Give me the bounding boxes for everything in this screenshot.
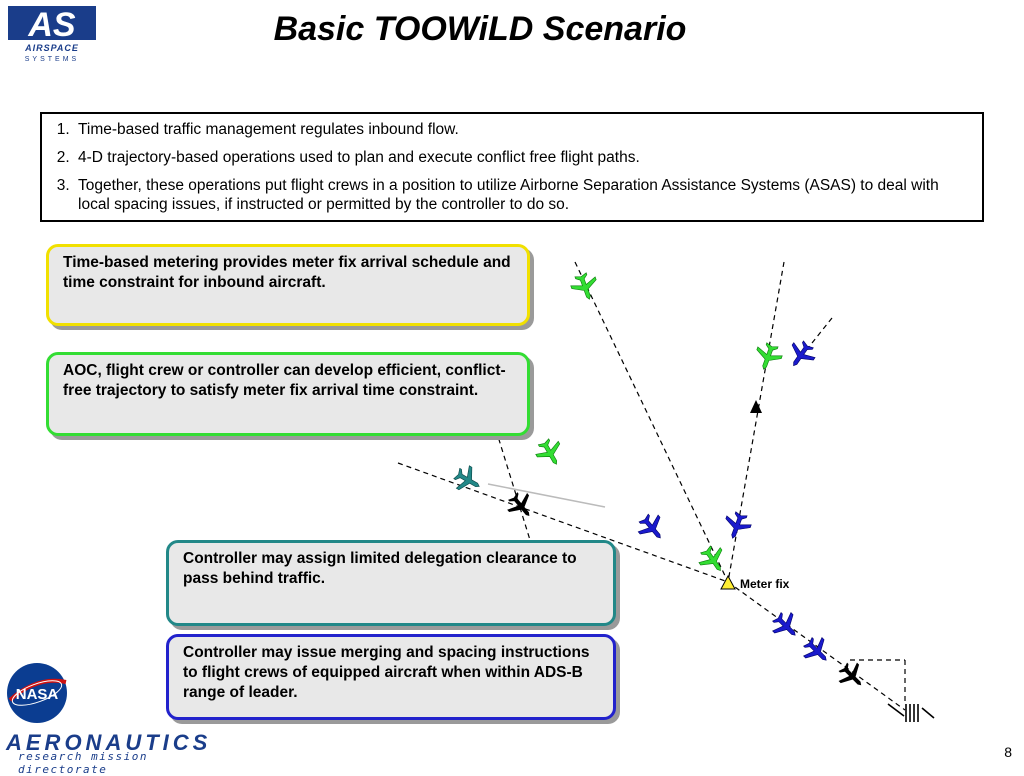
meter-fix-icon bbox=[720, 574, 736, 590]
step-item: 4-D trajectory-based operations used to … bbox=[74, 148, 972, 167]
aeronautics-name: AERONAUTICS bbox=[6, 730, 212, 755]
aeronautics-logo: AERONAUTICS research mission directorate bbox=[4, 730, 244, 776]
aircraft-green-icon bbox=[531, 434, 569, 472]
aircraft-teal-icon bbox=[449, 461, 487, 499]
aircraft-black-icon bbox=[833, 657, 871, 695]
trajectory-line bbox=[574, 261, 729, 583]
svg-text:SYSTEMS: SYSTEMS bbox=[25, 56, 79, 63]
aircraft-blue-icon bbox=[767, 607, 805, 645]
aircraft-black-icon bbox=[502, 487, 540, 525]
aircraft-green-icon bbox=[694, 541, 732, 579]
direction-arrow-icon bbox=[750, 400, 762, 413]
nasa-logo: NASA bbox=[7, 663, 67, 723]
aircraft-green-icon bbox=[567, 269, 603, 305]
slide-title: Basic TOOWiLD Scenario bbox=[273, 10, 687, 48]
aeronautics-subtitle: research mission directorate bbox=[18, 750, 148, 776]
aircraft-blue-icon bbox=[798, 632, 836, 670]
steps-list: Time-based traffic management regulates … bbox=[52, 120, 972, 214]
trajectory-line bbox=[727, 581, 906, 711]
aircraft-blue-icon bbox=[782, 336, 820, 374]
svg-text:AS: AS bbox=[27, 6, 76, 44]
trajectory-line bbox=[727, 261, 785, 583]
callout-delegation-clearance: Controller may assign limited delegation… bbox=[166, 540, 616, 626]
aircraft-blue-icon bbox=[719, 508, 755, 544]
svg-text:NASA: NASA bbox=[16, 686, 59, 703]
aircraft-blue-icon bbox=[633, 509, 671, 547]
runway-icon bbox=[887, 703, 935, 722]
meter-fix-label: Meter fix bbox=[740, 577, 790, 591]
callout-time-based-metering: Time-based metering provides meter fix a… bbox=[46, 244, 530, 326]
guide-line bbox=[487, 483, 606, 508]
svg-text:AIRSPACE: AIRSPACE bbox=[24, 43, 79, 53]
step-item: Time-based traffic management regulates … bbox=[74, 120, 972, 139]
aircraft-green-icon bbox=[750, 339, 786, 375]
trajectory-line bbox=[799, 317, 833, 359]
steps-box: Time-based traffic management regulates … bbox=[40, 112, 984, 222]
callout-merging-spacing: Controller may issue merging and spacing… bbox=[166, 634, 616, 720]
trajectory-line bbox=[495, 429, 531, 541]
airspace-systems-logo: AS AIRSPACE SYSTEMS bbox=[8, 6, 96, 63]
callout-conflict-free-trajectory: AOC, flight crew or controller can devel… bbox=[46, 352, 530, 436]
step-item: Together, these operations put flight cr… bbox=[74, 176, 972, 214]
page-number: 8 bbox=[1004, 744, 1012, 760]
